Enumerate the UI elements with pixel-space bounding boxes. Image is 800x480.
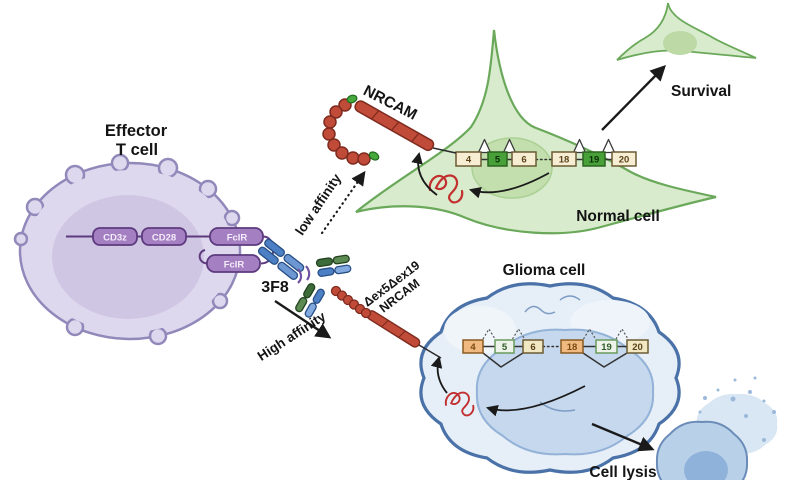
- nrcam-rod: [354, 100, 435, 152]
- glioma-inner-region: [475, 328, 655, 456]
- t-cell-membrane-bumps: [13, 153, 241, 346]
- variant-membrane-tether: [418, 344, 442, 359]
- effector-t-cell-label-line2: T cell: [116, 141, 158, 159]
- survival-cell-nucleus: [663, 31, 697, 55]
- variant-nrcam-rod: [366, 310, 421, 348]
- nrcam-full-protein: NRCAM: [322, 82, 457, 166]
- car-receptor: CD3z CD28 FcIR FcIR: [66, 227, 275, 273]
- survival-arrow: [601, 64, 666, 131]
- glioma-exon-6: 6: [530, 342, 535, 353]
- antibody-3f8: 3F8: [257, 238, 352, 318]
- glioma-exon-box-18: [560, 339, 584, 354]
- cd3z-badge: [92, 227, 138, 246]
- antibody-hinge: [297, 265, 311, 284]
- normal-exon-4: 4: [466, 155, 472, 166]
- glioma-exon-box-20: [626, 339, 649, 354]
- glioma-exon-box-4: [462, 339, 484, 354]
- normal-cell: 4 5 6 18 19 20 Normal cell: [355, 29, 717, 235]
- glioma-exon-4: 4: [470, 342, 476, 353]
- nrcam-membrane-tether: [432, 147, 457, 154]
- normal-exon-box-5: [487, 151, 508, 167]
- glioma-exon-5: 5: [502, 342, 508, 353]
- effector-t-cell: Effector T cell: [13, 122, 242, 346]
- cd28-label: CD28: [152, 233, 176, 244]
- normal-exon-20: 20: [619, 155, 630, 166]
- low-affinity-label: low affinity: [292, 171, 344, 238]
- normal-exon-box-20: [611, 151, 637, 167]
- translation-arrow-glioma: [485, 385, 586, 417]
- glioma-cell-label: Glioma cell: [503, 262, 586, 279]
- cd28-badge: [141, 227, 187, 246]
- survival-label: Survival: [671, 83, 731, 100]
- nrcam-cap-bottom-icon: [368, 151, 380, 161]
- fcir-top-badge: [209, 227, 264, 246]
- nrcam-cap-top-icon: [346, 94, 358, 104]
- glioma-exon-18: 18: [567, 342, 578, 353]
- antibody-3f8-label: 3F8: [261, 279, 289, 296]
- normal-exon-track: 4 5 6 18 19 20: [455, 138, 637, 167]
- glioma-exon-track: 4 5 6 18 19 20: [462, 327, 649, 368]
- fcir-bottom-badge: [206, 254, 261, 273]
- low-affinity-arrow: [320, 170, 366, 235]
- glioma-exon-box-6: [522, 339, 544, 354]
- cell-lysis-label: Cell lysis: [589, 464, 656, 480]
- fcir-top-label: FcIR: [227, 233, 248, 244]
- effector-t-cell-label-line1: Effector: [105, 122, 168, 140]
- antibody-stem: [257, 238, 305, 280]
- normal-exon-box-4: [455, 151, 482, 167]
- exon-skip-paths: [482, 352, 628, 368]
- glioma-exon-20: 20: [632, 342, 643, 353]
- normal-exon-box-6: [511, 151, 537, 167]
- glioma-cell: 4 5 6 18 19 20 Glioma cell: [419, 262, 681, 474]
- antibody-arm-down: [295, 283, 325, 318]
- normal-exon-6: 6: [521, 155, 526, 166]
- lysing-cell-nucleus: [684, 451, 728, 480]
- normal-exon-box-19: [582, 151, 606, 167]
- glioma-exon-19: 19: [601, 342, 612, 353]
- variant-nrcam-protein: Δex5Δex19 NRCAM: [330, 258, 442, 359]
- glioma-exon-box-5: [494, 339, 515, 354]
- fcir-bottom-label: FcIR: [224, 260, 245, 271]
- expression-arrow-normal: [411, 151, 438, 196]
- high-affinity-arrow: [274, 300, 332, 339]
- splice-triangles: [477, 138, 616, 154]
- high-affinity-label: High affinity: [255, 308, 329, 363]
- cd3z-label: CD3z: [103, 233, 127, 244]
- cell-lysis-arrow: [591, 422, 655, 452]
- normal-exon-18: 18: [559, 155, 570, 166]
- normal-exon-19: 19: [589, 155, 600, 166]
- normal-cell-label: Normal cell: [576, 208, 660, 225]
- normal-exon-5: 5: [495, 155, 501, 166]
- survival-outcome: Survival: [601, 2, 757, 131]
- glioma-exon-box-19: [595, 339, 618, 354]
- receptor-hook: [198, 249, 209, 265]
- expression-arrow-glioma: [430, 355, 448, 394]
- translation-arrow-normal: [468, 172, 550, 199]
- variant-nrcam-beads: [330, 285, 372, 319]
- normal-exon-box-18: [551, 151, 577, 167]
- antibody-arm-right: [315, 254, 352, 277]
- t-cell-nucleus: [52, 195, 204, 319]
- cell-lysis-outcome: Cell lysis: [589, 376, 778, 480]
